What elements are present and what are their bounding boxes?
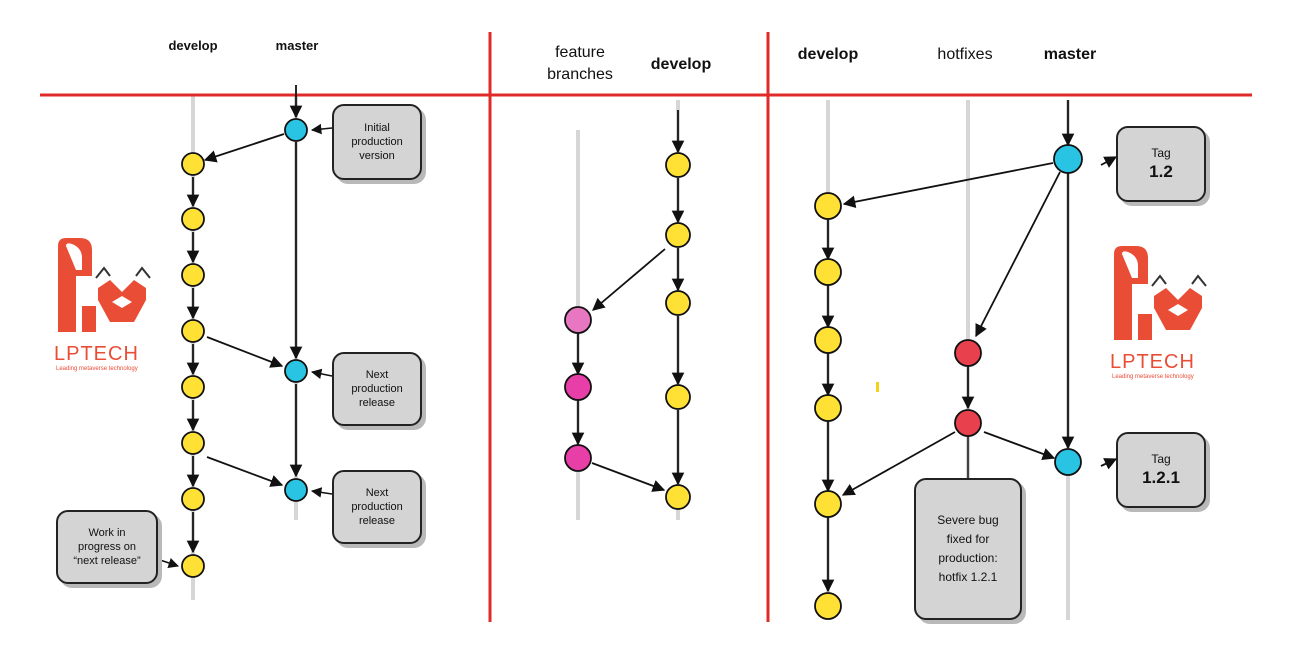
stray-mark bbox=[876, 382, 879, 392]
arrow bbox=[310, 368, 333, 380]
dividers bbox=[40, 32, 1252, 622]
commit-develop bbox=[665, 290, 691, 316]
callout-line: fixed for bbox=[946, 532, 990, 546]
commit-master bbox=[284, 478, 308, 502]
arrow bbox=[310, 123, 333, 135]
arrow bbox=[592, 248, 666, 311]
callout-next-production-release-1: Next production release bbox=[332, 352, 422, 426]
callout-line: Next bbox=[365, 487, 389, 499]
commit-feature bbox=[564, 444, 592, 472]
commit-develop bbox=[665, 222, 691, 248]
commit-develop bbox=[665, 152, 691, 178]
callout-next-production-release-2: Next production release bbox=[332, 470, 422, 544]
commit-develop bbox=[814, 592, 842, 620]
commit-develop bbox=[181, 152, 205, 176]
svg-text:Leading metaverse technology: Leading metaverse technology bbox=[56, 366, 138, 372]
header-p3-master: master bbox=[1043, 46, 1097, 63]
lptech-logo: LPTECH Leading metaverse technology bbox=[1110, 246, 1207, 380]
header-p3-hotfixes: hotfixes bbox=[937, 46, 993, 63]
arrow bbox=[1100, 458, 1118, 470]
commit-develop bbox=[181, 431, 205, 455]
arrow bbox=[206, 456, 284, 487]
callout-tag-1-2: Tag 1.2 bbox=[1116, 126, 1206, 202]
callout-tag-1-2-1: Tag 1.2.1 bbox=[1116, 432, 1206, 508]
commit-develop bbox=[181, 375, 205, 399]
commit-feature bbox=[564, 306, 592, 334]
header-p2-feature-branches: feature branches bbox=[535, 42, 625, 86]
callout-hotfix-description: Severe bug fixed for production: hotfix … bbox=[914, 478, 1022, 620]
commit-hotfix bbox=[954, 339, 982, 367]
arrow bbox=[983, 431, 1056, 460]
callout-line: release bbox=[358, 515, 396, 527]
commit-arrows bbox=[186, 85, 1118, 593]
callout-line: Severe bug bbox=[937, 513, 999, 527]
tag-version: 1.2.1 bbox=[1142, 467, 1180, 487]
arrow bbox=[310, 487, 333, 498]
commit-develop bbox=[814, 394, 842, 422]
commit-develop bbox=[814, 490, 842, 518]
callout-line: version bbox=[359, 150, 395, 162]
commit-nodes bbox=[181, 118, 1083, 620]
commit-develop bbox=[181, 319, 205, 343]
commit-develop bbox=[181, 263, 205, 287]
arrow bbox=[975, 171, 1061, 338]
callout-work-in-progress: Work in progress on “next release” bbox=[56, 510, 158, 584]
header-p2-feature: feature bbox=[555, 44, 605, 61]
callout-initial-production-version: Initial production version bbox=[332, 104, 422, 180]
commit-master bbox=[1053, 144, 1083, 174]
arrow bbox=[1100, 156, 1118, 168]
arrow bbox=[842, 162, 1054, 208]
commit-develop bbox=[181, 207, 205, 231]
arrow bbox=[591, 462, 666, 492]
svg-text:LPTECH: LPTECH bbox=[1110, 351, 1195, 373]
callout-line: Initial bbox=[364, 122, 390, 134]
commit-master bbox=[284, 359, 308, 383]
svg-text:LPTECH: LPTECH bbox=[54, 343, 139, 365]
header-p2-branches: branches bbox=[547, 66, 613, 83]
callout-line: production bbox=[351, 136, 403, 148]
commit-develop bbox=[665, 384, 691, 410]
callout-line: Next bbox=[365, 369, 389, 381]
header-p1-master: master bbox=[275, 38, 319, 53]
commit-master bbox=[1054, 448, 1082, 476]
commit-develop bbox=[814, 192, 842, 220]
header-p2-develop: develop bbox=[650, 56, 712, 73]
commit-develop bbox=[181, 554, 205, 578]
callout-pointers bbox=[159, 123, 333, 568]
callout-line: release bbox=[358, 397, 396, 409]
commit-develop bbox=[665, 484, 691, 510]
callout-line: Work in bbox=[88, 527, 126, 539]
callout-line: “next release” bbox=[73, 555, 141, 567]
lptech-logo: LPTECH Leading metaverse technology bbox=[54, 238, 151, 372]
callout-line: production bbox=[351, 383, 403, 395]
commit-develop bbox=[181, 487, 205, 511]
callout-line: progress on bbox=[77, 541, 137, 553]
callout-line: production: bbox=[938, 551, 998, 565]
tag-label: Tag bbox=[1151, 451, 1171, 466]
callout-line: hotfix 1.2.1 bbox=[938, 570, 998, 584]
arrow bbox=[159, 558, 179, 568]
commit-develop bbox=[814, 258, 842, 286]
tag-version: 1.2 bbox=[1149, 161, 1173, 181]
commit-develop bbox=[814, 326, 842, 354]
arrow bbox=[206, 336, 284, 368]
commit-hotfix bbox=[954, 409, 982, 437]
arrow bbox=[841, 431, 956, 496]
callout-line: production bbox=[351, 501, 403, 513]
commit-master bbox=[284, 118, 308, 142]
header-p1-develop: develop bbox=[168, 38, 218, 53]
arrow bbox=[203, 133, 285, 163]
svg-text:Leading metaverse technology: Leading metaverse technology bbox=[1112, 374, 1194, 380]
tag-label: Tag bbox=[1151, 145, 1171, 160]
commit-feature bbox=[564, 373, 592, 401]
header-p3-develop: develop bbox=[797, 46, 859, 63]
